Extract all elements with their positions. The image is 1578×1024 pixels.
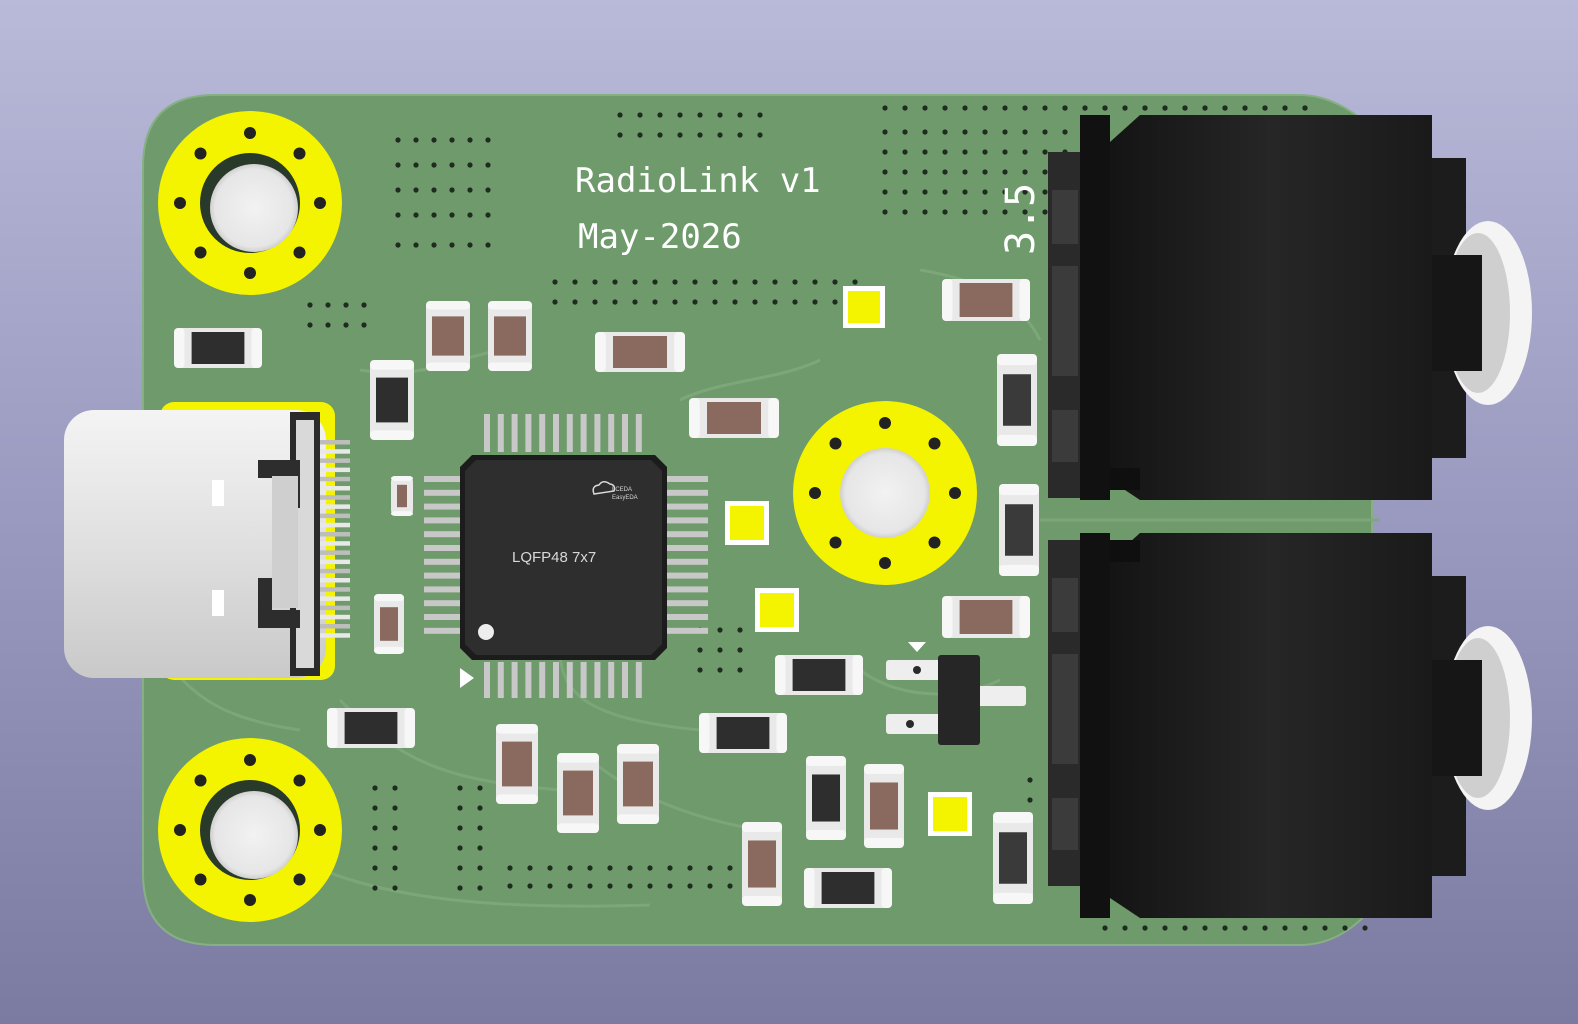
pcb-edge-highlight <box>142 94 1373 946</box>
board-date-text: May-2026 <box>578 217 742 257</box>
sot23-transistor <box>886 642 1026 745</box>
svg-text:EasyEDA: EasyEDA <box>612 495 638 501</box>
mounting-hole-center <box>793 401 977 585</box>
chip-package-label: LQFP48 7x7 <box>512 549 596 566</box>
mounting-hole-bottom-left <box>158 738 342 922</box>
via-grid <box>307 105 1368 931</box>
audio-jack-top <box>1048 115 1532 500</box>
pin1-marker <box>478 624 494 640</box>
svg-text:LCEDA: LCEDA <box>612 487 632 493</box>
usb-c-connector <box>64 402 350 680</box>
test-pads <box>725 286 972 836</box>
pin1-silk-triangle <box>460 668 474 688</box>
jack-size-label: 3.5 <box>998 183 1044 255</box>
board-title-text: RadioLink v1 <box>575 161 821 201</box>
easyeda-logo-icon: LCEDA EasyEDA <box>592 481 638 501</box>
mcu-lqfp48-chip: LQFP48 7x7 LCEDA EasyEDA <box>424 414 708 698</box>
mounting-hole-top-left <box>158 111 342 295</box>
audio-jack-bottom <box>1048 533 1532 918</box>
smd-components <box>174 279 1039 908</box>
